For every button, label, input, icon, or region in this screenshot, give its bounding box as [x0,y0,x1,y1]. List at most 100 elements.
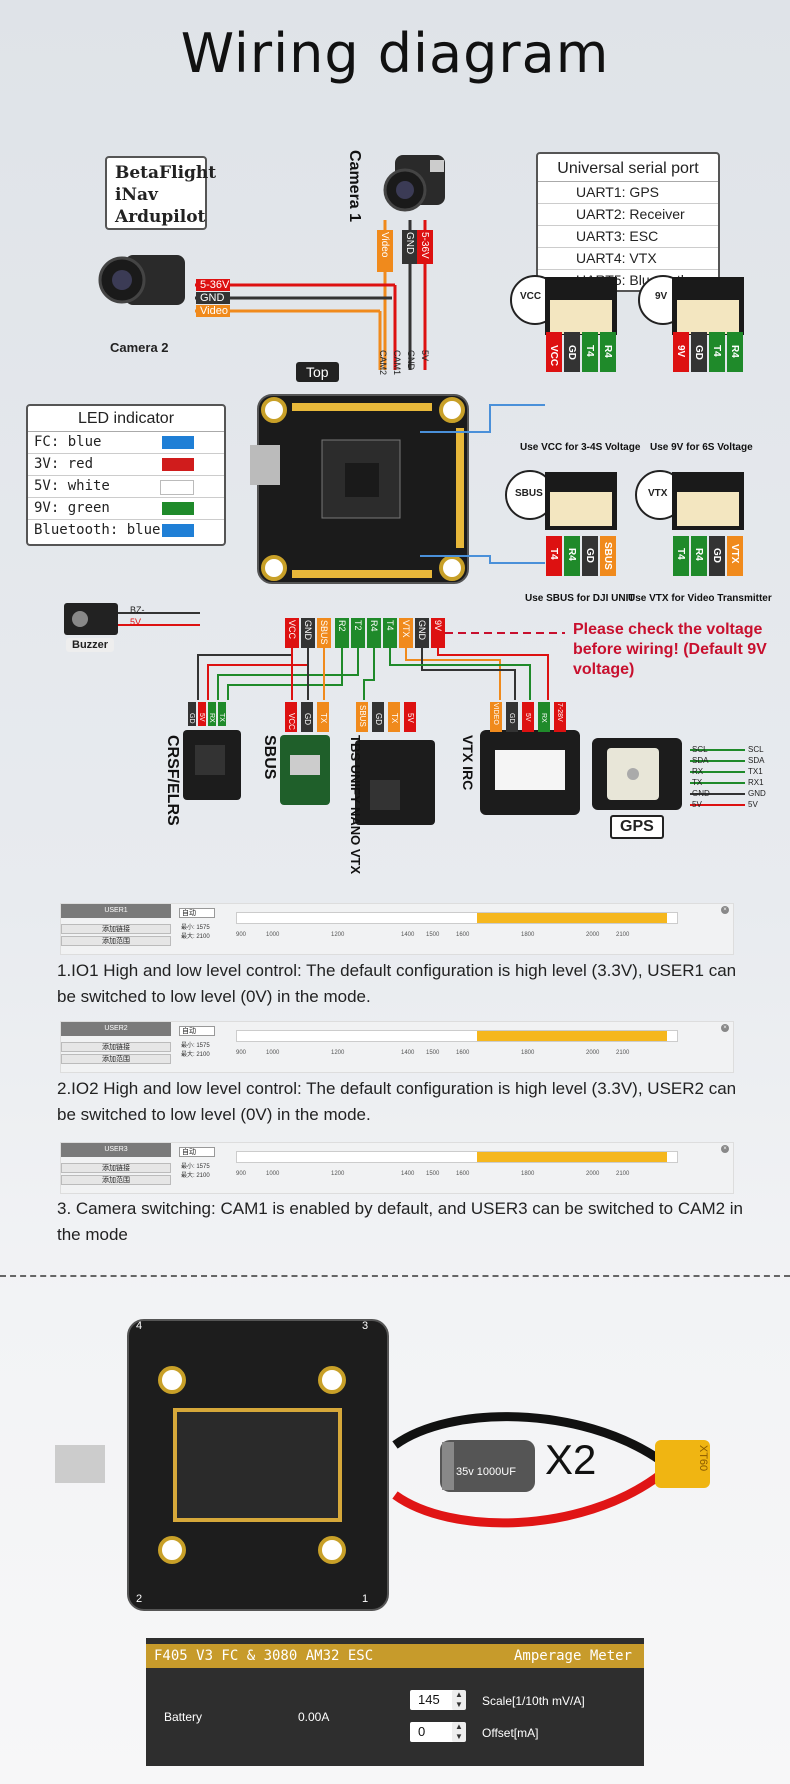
add-link-button[interactable]: 添加链接 [61,1163,171,1173]
mode-select[interactable]: 自动 [179,908,215,918]
vtx-pin-label: T4 [675,548,686,560]
slider-tick-label: 1000 [266,932,280,938]
irc-pin: RX [540,713,547,723]
range-fill [477,1031,667,1041]
vtx-irc-icon [480,702,580,815]
slider-tick-label: 1000 [266,1050,280,1056]
cam1-pin-label: Video [379,232,390,258]
tbs-pin: 5V [406,713,415,723]
tbs-pin: TX [390,713,399,724]
buzzer-label: Buzzer [66,638,115,652]
add-link-button[interactable]: 添加链接 [61,924,171,934]
add-range-button[interactable]: 添加范围 [61,1054,171,1064]
capacitor-multiplier: X2 [545,1436,597,1483]
add-range-button[interactable]: 添加范围 [61,936,171,946]
top-label: Top [296,362,339,382]
vtx-caption: Use VTX for Video Transmitter [628,593,772,604]
crsf-pin: RX [208,713,215,723]
tbs-vtx-icon [355,702,435,825]
buzzer-pin: BZ- [130,605,145,615]
camera-1-label: Camera 1 [346,150,363,223]
tbs-pin: GD [374,713,383,725]
mode-select[interactable]: 自动 [179,1026,215,1036]
range-slider[interactable] [236,1030,678,1042]
sbus-connector-icon [505,470,617,576]
wiring-diagram [64,155,745,825]
offset-input[interactable]: 0 [410,1722,456,1742]
gps-pin: TX [692,778,703,787]
slider-tick-label: 1200 [331,1171,345,1177]
vtx-irc-label: VTX IRC [460,735,476,791]
voltage-warning: Please check the voltage before wiring! … [573,621,767,678]
firmware-box: BetaFlight iNav Ardupilot [105,156,216,230]
camera-2-label: Camera 2 [110,340,169,355]
close-icon[interactable]: × [721,1145,729,1153]
vtx-badge: VTX [648,488,668,499]
tbs-vtx-label: TBS UNIFY NANO VTX [348,735,363,875]
slider-tick-label: 2100 [616,1050,630,1056]
sbus-badge: SBUS [515,488,543,499]
led-label: 5V: white [34,478,110,494]
board-bottom-pin: VCC [287,620,297,640]
amperage-header-meter: Amperage Meter [513,1648,632,1664]
slider-tick-label: 900 [236,932,247,938]
slider-tick-label: 2100 [616,1171,630,1177]
min-value: 最小: 1575 [181,1164,210,1170]
led-row-9v: 9V: green [28,498,224,520]
add-range-button[interactable]: 添加范围 [61,1175,171,1185]
slider-tick-label: 900 [236,1171,247,1177]
range-slider[interactable] [236,912,678,924]
sbus-pin-label: SBUS [602,542,613,570]
scale-label: Scale[1/10th mV/A] [482,1694,585,1708]
led-label: 3V: red [34,456,94,472]
vcc-pin-label: T4 [584,345,595,357]
sbus-receiver-icon [280,702,330,805]
cam1-pin-label: GND [404,232,415,255]
scale-input[interactable]: 145 [410,1690,456,1710]
vcc-caption: Use VCC for 3-4S Voltage [520,442,641,453]
led-label: FC: blue [34,434,102,450]
offset-stepper[interactable]: ▲▼ [452,1722,466,1742]
crsf-pin: TX [218,713,225,722]
vtx-pin-label: GD [711,548,722,563]
vcc-badge: VCC [520,291,542,302]
board-bottom-pin: T4 [385,620,395,631]
battery-label: Battery [164,1710,203,1724]
gps-pins-left: SCL SDA RX TX GND 5V [692,744,720,810]
close-icon[interactable]: × [721,906,729,914]
add-link-button[interactable]: 添加链接 [61,1042,171,1052]
mode-select[interactable]: 自动 [179,1147,215,1157]
board-top-pin: CAM1 [392,350,402,376]
sbus-pin-label: GD [584,548,595,563]
close-icon[interactable]: × [721,1024,729,1032]
cam1-pin-label: 5-36V [419,232,430,259]
user2-config-panel: USER2 添加链接 添加范围 自动 最小: 1575 最大: 2100 × 9… [60,1021,734,1073]
irc-pin: GD [508,713,515,724]
9v-caption: Use 9V for 6S Voltage [650,442,753,453]
vtx-pin-label: R4 [693,548,704,561]
range-slider[interactable] [236,1151,678,1163]
section-divider [0,1275,790,1277]
board-top-pin: CAM2 [378,350,388,376]
flight-controller-board [250,394,469,584]
scale-stepper[interactable]: ▲▼ [452,1690,466,1710]
vcc-pin-label: R4 [602,345,613,358]
range-fill [477,913,667,923]
esc-corner-2: 2 [136,1593,143,1605]
vcc-pin-label: VCC [548,345,559,367]
9v-connector-icon [638,275,744,372]
uart-row: UART4: VTX [538,248,718,270]
slider-tick-label: 1800 [521,1050,535,1056]
slider-tick-label: 2000 [586,932,600,938]
camera-2-icon [98,255,185,305]
uart-heading: Universal serial port [538,154,718,182]
cam2-pin-label: Video [200,305,228,317]
note-1: 1.IO1 High and low level control: The de… [57,961,737,1006]
capacitor-label: 35v 1000UF [456,1466,516,1478]
note-3: 3. Camera switching: CAM1 is enabled by … [57,1199,744,1244]
board-bottom-pin: VTX [401,620,411,638]
irc-pin: 5V [524,713,531,722]
note-2: 2.IO2 High and low level control: The de… [57,1079,737,1124]
slider-tick-label: 2000 [586,1050,600,1056]
board-bottom-pin: R2 [337,620,347,632]
